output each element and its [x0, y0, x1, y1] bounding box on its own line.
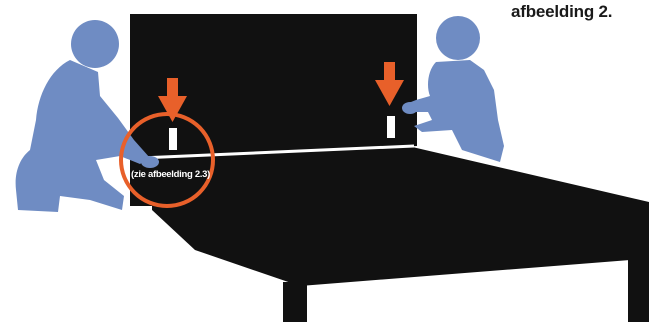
- kneeling-person-right-icon: [402, 16, 504, 162]
- highlight-circle: [119, 112, 215, 208]
- bed-base: [152, 146, 649, 322]
- kneeling-person-left-icon: [15, 20, 159, 212]
- bed-leg-front: [283, 282, 307, 322]
- down-arrow-right-icon: [375, 62, 404, 106]
- figure-caption: afbeelding 2.: [511, 2, 613, 21]
- headboard: [130, 14, 417, 160]
- connector-slot-left: [169, 128, 177, 150]
- callout-label: (zie afbeelding 2.3): [131, 169, 210, 180]
- down-arrow-left-icon: [158, 78, 187, 122]
- board-line: [139, 144, 415, 160]
- bed-leg-right: [628, 252, 649, 322]
- connector-slot-right: [387, 116, 395, 138]
